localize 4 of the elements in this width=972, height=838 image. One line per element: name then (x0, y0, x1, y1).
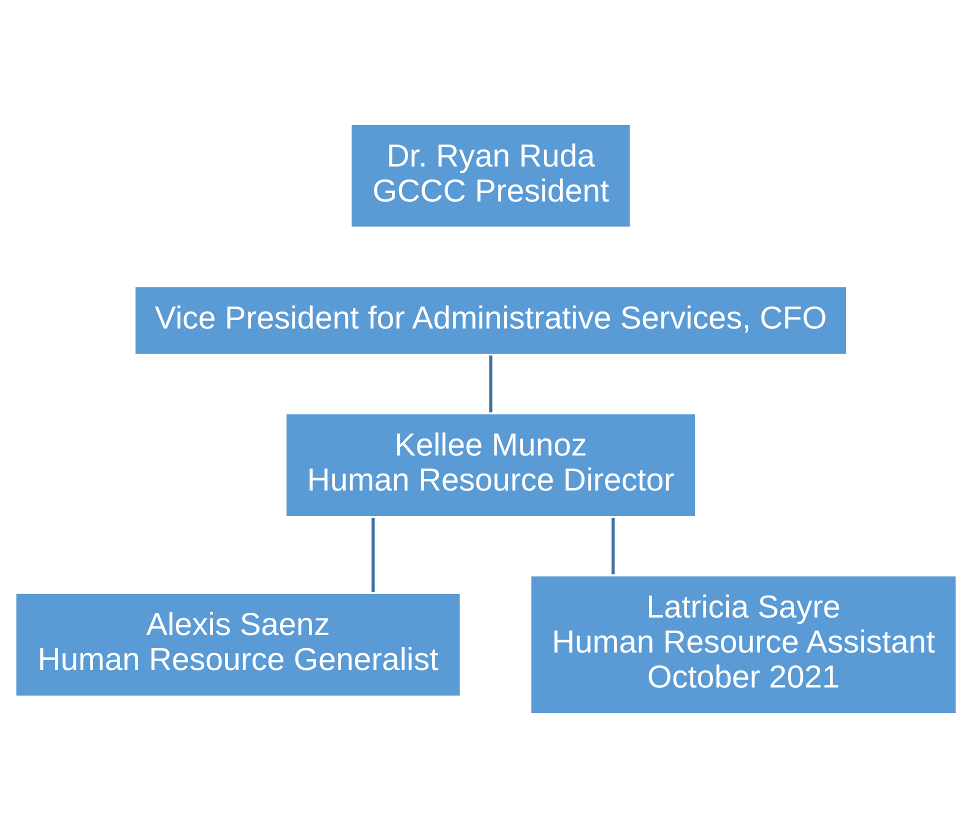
connector (489, 355, 492, 412)
node-box: Alexis Saenz Human Resource Generalist (13, 590, 463, 699)
connector (372, 518, 375, 592)
connector (612, 518, 615, 574)
